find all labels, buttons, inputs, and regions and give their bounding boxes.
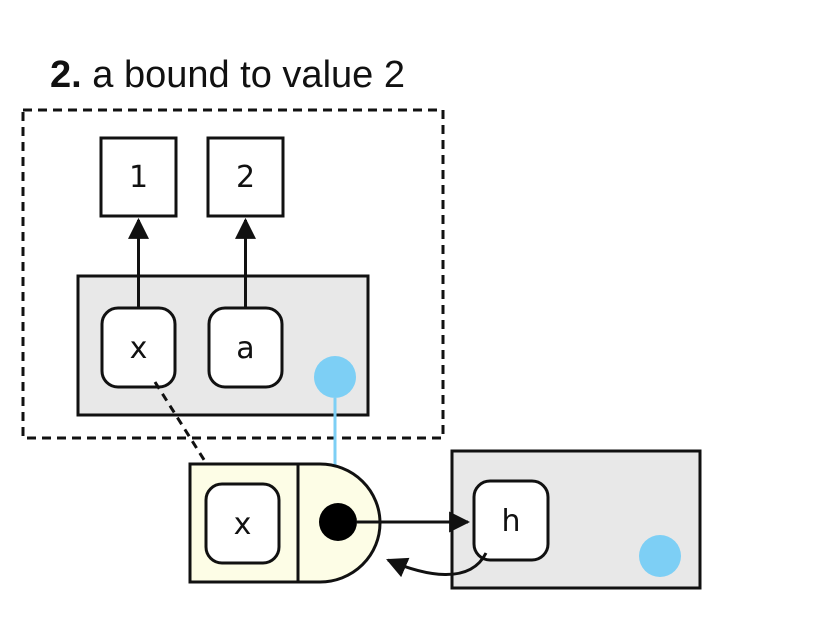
value-label-2: 2 [236,160,255,195]
step-caption: a bound to value 2 [92,54,405,96]
promise-dot [319,503,357,541]
binding-label-a: a [236,331,254,366]
function-environment-dot [639,535,681,577]
binding-x: x [100,306,177,389]
step-title: 2. a bound to value 2 [50,56,405,94]
environment-dot [314,356,356,398]
function-to-promise-arrow [386,552,488,578]
promise-binding-x: x [204,482,281,565]
binding-label-x: x [130,331,148,366]
binding-a: a [207,306,284,389]
function-label-h: h [501,504,520,539]
value-label-1: 1 [129,160,148,195]
promise-label-x: x [234,507,252,542]
value-box-1: 1 [99,136,178,218]
value-box-2: 2 [206,136,285,218]
step-number: 2. [50,54,82,96]
function-binding-h: h [472,479,550,562]
dashed-scope-frame [21,108,445,440]
